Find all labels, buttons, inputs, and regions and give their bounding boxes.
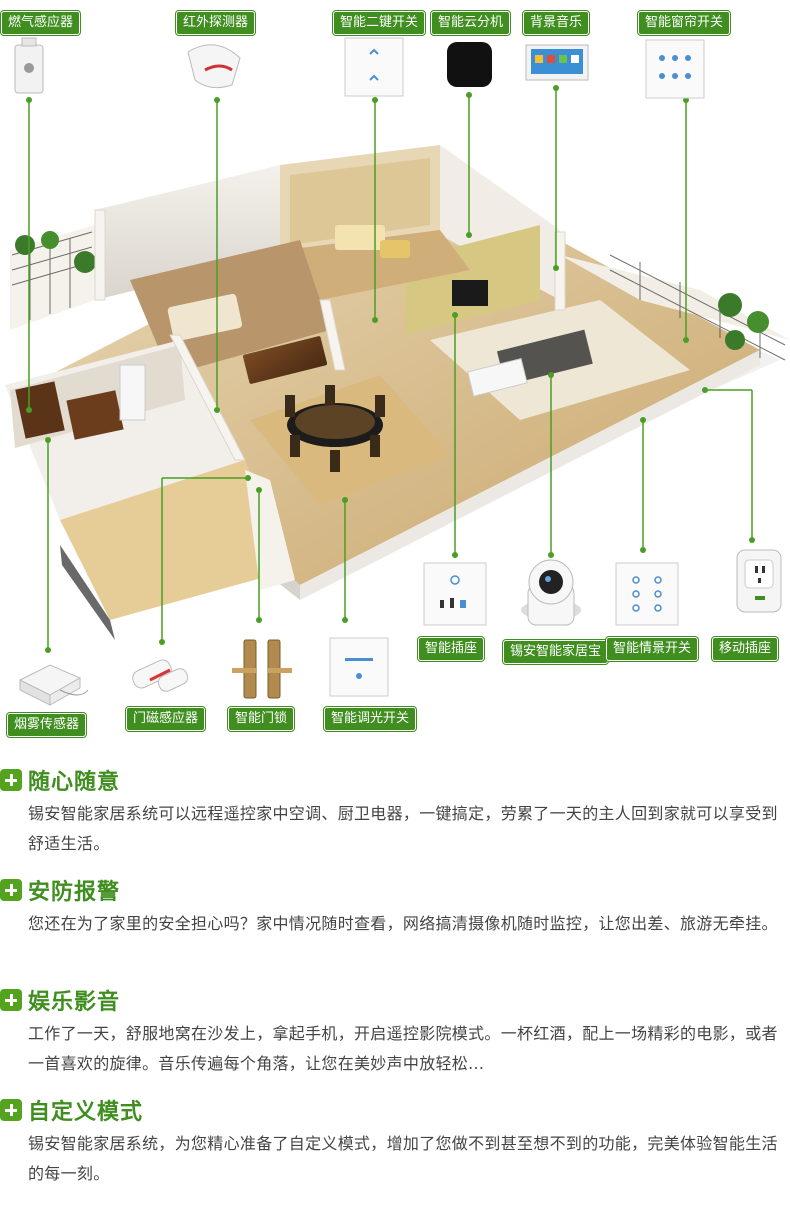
- label-smart-socket: 智能插座: [418, 637, 485, 661]
- gas-sensor-icon: [14, 37, 44, 94]
- plus-icon: [0, 1099, 22, 1121]
- curtain-switch-icon: [645, 39, 705, 99]
- label-background-music: 背景音乐: [523, 11, 590, 35]
- home-camera-icon: [521, 559, 581, 626]
- section-title: 娱乐影音: [28, 990, 121, 1015]
- section-body: 锡安智能家居系统可以远程遥控家中空调、厨卫电器，一键搞定，劳累了一天的主人回到家…: [28, 804, 778, 853]
- door-magnet-icon: [132, 659, 189, 692]
- section-title: 自定义模式: [28, 1100, 144, 1125]
- mobile-socket-icon: [736, 549, 782, 613]
- section-security: 安防报警 您还在为了家里的安全担心吗？家中情况随时查看，网络搞清摄像机随时监控，…: [0, 877, 790, 977]
- label-mobile-socket: 移动插座: [712, 637, 779, 661]
- section-title: 随心随意: [28, 770, 121, 795]
- section-custom-mode: 自定义模式 锡安智能家居系统，为您精心准备了自定义模式，增加了您做不到甚至想不到…: [0, 1097, 790, 1197]
- label-door-magnet: 门磁感应器: [126, 707, 206, 731]
- label-infrared-detector: 红外探测器: [176, 11, 256, 35]
- section-convenience: 随心随意 锡安智能家居系统可以远程遥控家中空调、厨卫电器，一键搞定，劳累了一天的…: [0, 767, 790, 867]
- label-scene-switch: 智能情景开关: [606, 637, 699, 661]
- two-key-switch-icon: [344, 37, 404, 97]
- dimmer-switch-icon: [329, 637, 389, 697]
- section-entertainment: 娱乐影音 工作了一天，舒服地窝在沙发上，拿起手机，开启遥控影院模式。一杯红酒，配…: [0, 987, 790, 1087]
- house-illustration: [5, 145, 790, 640]
- device-icons: [14, 37, 782, 706]
- background-music-icon: [525, 44, 589, 81]
- infrared-detector-icon: [187, 44, 241, 89]
- smart-lock-icon: [232, 639, 292, 699]
- section-body: 工作了一天，舒服地窝在沙发上，拿起手机，开启遥控影院模式。一杯红酒，配上一场精彩…: [28, 1024, 778, 1073]
- section-header: 安防报警: [0, 877, 121, 905]
- section-header: 娱乐影音: [0, 987, 121, 1015]
- plus-icon: [0, 879, 22, 901]
- cloud-extension-icon: [447, 42, 492, 87]
- label-gas-sensor: 燃气感应器: [1, 11, 81, 35]
- smart-socket-icon: [423, 562, 487, 626]
- label-dimmer-switch: 智能调光开关: [324, 707, 417, 731]
- label-cloud-extension: 智能云分机: [431, 11, 511, 35]
- section-title: 安防报警: [28, 880, 121, 905]
- label-home-camera: 锡安智能家居宝: [503, 640, 609, 664]
- label-curtain-switch: 智能窗帘开关: [638, 11, 731, 35]
- smoke-sensor-icon: [18, 664, 89, 706]
- section-header: 随心随意: [0, 767, 121, 795]
- label-smart-lock: 智能门锁: [228, 707, 295, 731]
- section-body: 您还在为了家里的安全担心吗？家中情况随时查看，网络搞清摄像机随时监控，让您出差、…: [28, 914, 778, 933]
- label-smoke-sensor: 烟雾传感器: [7, 713, 87, 737]
- section-header: 自定义模式: [0, 1097, 144, 1125]
- plus-icon: [0, 769, 22, 791]
- callout-lines: [26, 85, 755, 653]
- scene-switch-icon: [615, 562, 679, 626]
- section-body: 锡安智能家居系统，为您精心准备了自定义模式，增加了您做不到甚至想不到的功能，完美…: [28, 1134, 778, 1183]
- tv-screen: [452, 280, 488, 306]
- label-two-key-switch: 智能二键开关: [333, 11, 426, 35]
- smart-home-hero: 燃气感应器 红外探测器 智能二键开关 智能云分机 背景音乐 智能窗帘开关 智能插…: [1, 11, 790, 737]
- plus-icon: [0, 989, 22, 1011]
